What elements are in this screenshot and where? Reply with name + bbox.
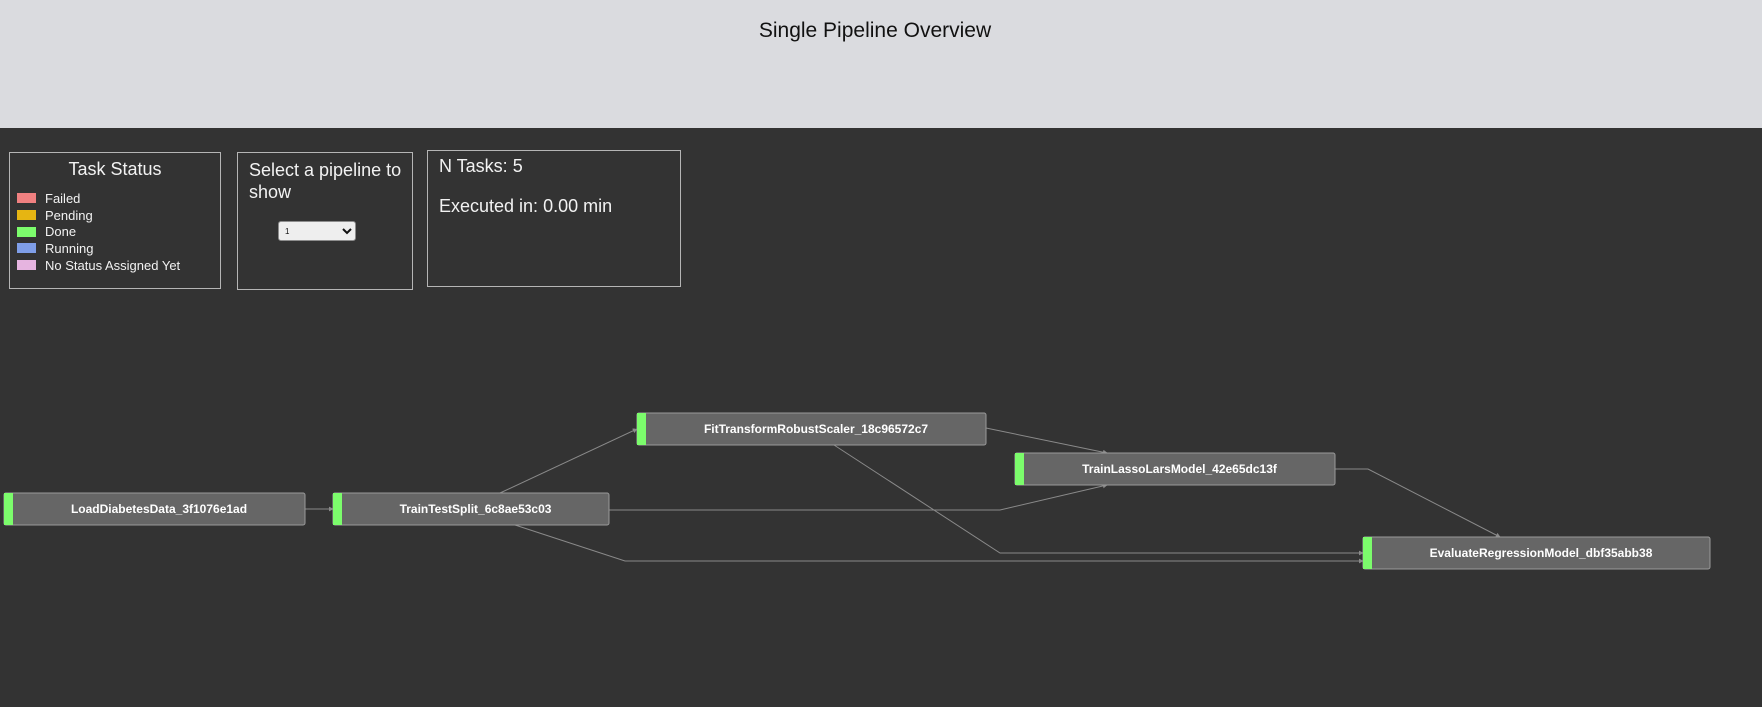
header-bar: Single Pipeline Overview (0, 0, 1762, 128)
task-node-scaler[interactable]: FitTransformRobustScaler_18c96572c7 (636, 412, 987, 446)
edge-lasso-to-eval (1335, 468, 1501, 538)
pipeline-stats-panel: N Tasks: 5 Executed in: 0.00 min (427, 150, 681, 287)
pipeline-selector-title: Select a pipeline to show (249, 160, 402, 202)
edge-split-to-eval (514, 524, 1364, 564)
task-node-label: FitTransformRobustScaler_18c96572c7 (704, 422, 928, 436)
legend-swatch-no-status (17, 260, 36, 271)
legend-item-failed: Failed (17, 190, 180, 207)
task-node-label: EvaluateRegressionModel_dbf35abb38 (1430, 546, 1653, 560)
legend-item-pending: Pending (17, 207, 180, 224)
n-tasks-text: N Tasks: 5 (439, 156, 523, 176)
task-status-indicator (1363, 537, 1372, 569)
task-status-indicator (1015, 453, 1024, 485)
legend-item-done: Done (17, 223, 180, 240)
task-node-lasso[interactable]: TrainLassoLarsModel_42e65dc13f (1014, 452, 1336, 486)
edge-split-to-lasso (609, 483, 1108, 511)
legend-label: Done (45, 224, 77, 240)
edges-layer (305, 427, 1501, 564)
legend-label: No Status Assigned Yet (45, 257, 181, 273)
task-node-label: TrainTestSplit_6c8ae53c03 (400, 502, 552, 516)
edge-scaler-to-eval (833, 444, 1364, 556)
legend-swatch-failed (17, 193, 36, 204)
task-status-indicator (4, 493, 13, 525)
legend-list: Failed Pending Done Running No Status As… (17, 190, 180, 273)
task-status-legend: Task Status Failed Pending Done Running … (9, 152, 221, 289)
executed-time-text: Executed in: 0.00 min (439, 196, 613, 216)
task-node-load[interactable]: LoadDiabetesData_3f1076e1ad (3, 492, 306, 526)
legend-swatch-running (17, 243, 36, 254)
legend-title: Task Status (68, 159, 162, 179)
task-node-label: LoadDiabetesData_3f1076e1ad (71, 502, 247, 516)
nodes-layer: LoadDiabetesData_3f1076e1ad TrainTestSpli… (3, 412, 1711, 570)
legend-label: Pending (45, 207, 93, 223)
task-node-eval[interactable]: EvaluateRegressionModel_dbf35abb38 (1362, 536, 1711, 570)
edge-split-to-scaler (499, 428, 638, 494)
pipeline-selector-panel: Select a pipeline to show 1 (237, 152, 413, 290)
edge-scaler-to-lasso (985, 427, 1108, 455)
legend-item-no-status: No Status Assigned Yet (17, 257, 180, 274)
task-node-label: TrainLassoLarsModel_42e65dc13f (1082, 462, 1278, 476)
legend-label: Running (45, 240, 94, 256)
legend-label: Failed (45, 190, 81, 206)
task-node-split[interactable]: TrainTestSplit_6c8ae53c03 (332, 492, 610, 526)
page-title: Single Pipeline Overview (758, 19, 992, 42)
task-status-indicator (333, 493, 342, 525)
legend-swatch-pending (17, 210, 36, 221)
legend-item-running: Running (17, 240, 180, 257)
pipeline-select[interactable]: 1 (278, 221, 356, 241)
task-status-indicator (637, 413, 646, 445)
legend-swatch-done (17, 226, 36, 237)
